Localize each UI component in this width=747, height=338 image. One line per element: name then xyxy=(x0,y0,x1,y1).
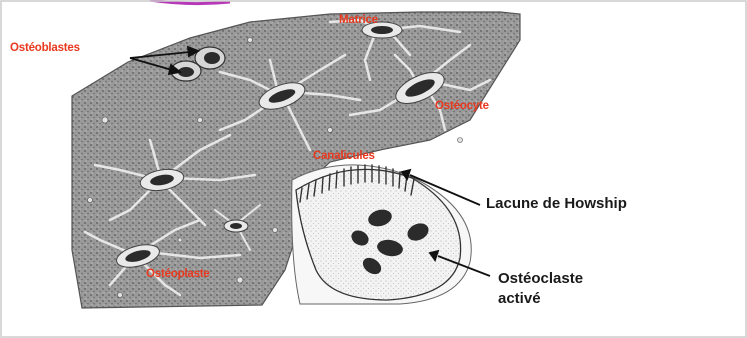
label-canalicules: Canalicules xyxy=(313,150,375,162)
label-matrice: Matrice xyxy=(339,14,378,26)
label-osteoplaste: Ostéoplaste xyxy=(146,268,210,280)
label-osteoclaste: Ostéoclaste xyxy=(498,270,583,287)
label-osteoblastes: Ostéoblastes xyxy=(10,42,80,54)
label-osteocyte: Ostéocyte xyxy=(435,100,489,112)
label-lacune-de-howship: Lacune de Howship xyxy=(486,195,627,212)
label-active: activé xyxy=(498,290,541,307)
